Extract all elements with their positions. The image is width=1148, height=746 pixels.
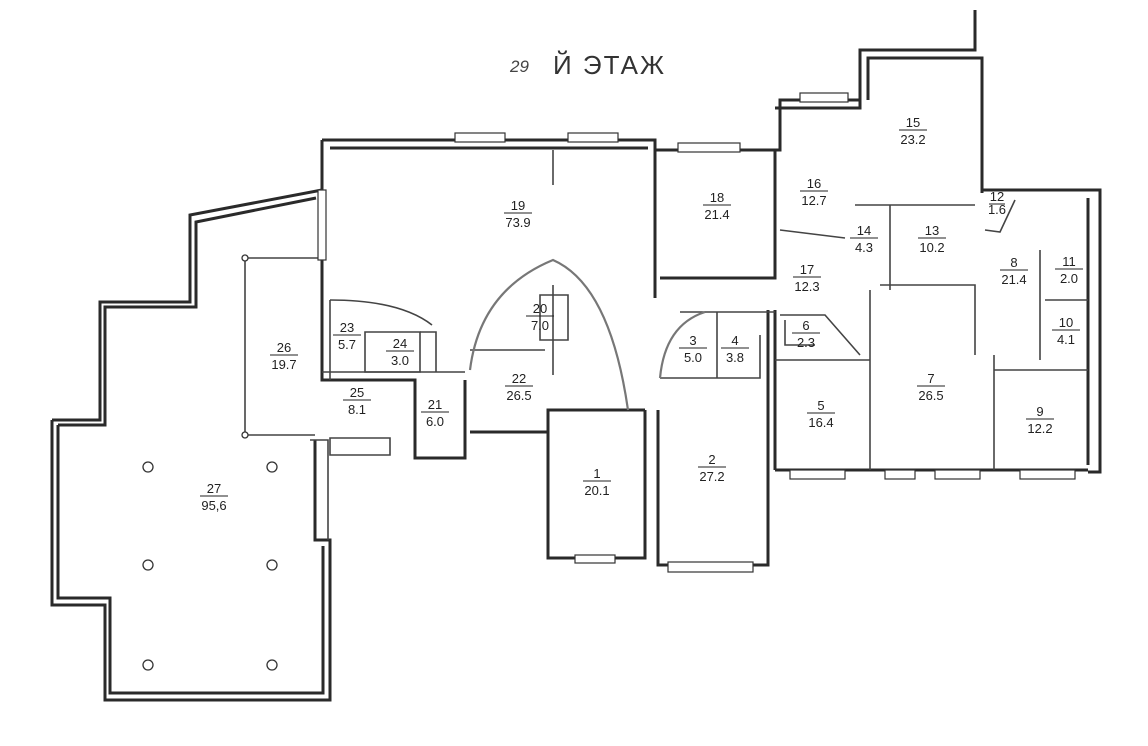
room-area: 8.1: [348, 402, 366, 417]
room-number: 11: [1062, 254, 1076, 269]
room-number: 5: [817, 398, 824, 413]
room-area: 95,6: [201, 498, 226, 513]
room-number: 21: [428, 397, 442, 412]
room-label-19: 19 73.9: [504, 198, 532, 230]
room-labels: 120.1227.235.043.8516.462.3726.5821.4912…: [200, 115, 1083, 513]
room-label-17: 17 12.3: [793, 262, 821, 294]
room-number: 22: [512, 371, 526, 386]
room-label-26: 26 19.7: [270, 340, 298, 372]
room-area: 27.2: [699, 469, 724, 484]
room-label-11: 112.0: [1055, 254, 1083, 286]
room-number: 16: [807, 176, 821, 191]
room-area: 1.6: [988, 202, 1006, 217]
room-label-9: 912.2: [1026, 404, 1054, 436]
room-label-5: 516.4: [807, 398, 835, 430]
room-area: 26.5: [918, 388, 943, 403]
room-area: 2.3: [797, 335, 815, 350]
room-area: 10.2: [919, 240, 944, 255]
room-number: 24: [393, 336, 407, 351]
svg-text:29: 29: [509, 57, 529, 76]
room-area: 26.5: [506, 388, 531, 403]
room-label-6: 62.3: [792, 318, 820, 350]
room-label-12: 121.6: [988, 189, 1006, 217]
room-number: 19: [511, 198, 525, 213]
columns: [142, 254, 278, 671]
room-number: 27: [207, 481, 221, 496]
room-label-16: 16 12.7: [800, 176, 828, 208]
room-area: 4.3: [855, 240, 873, 255]
room-label-1: 120.1: [583, 466, 611, 498]
svg-text:Й ЭТАЖ: Й ЭТАЖ: [553, 50, 666, 80]
room-area: 7.0: [531, 318, 549, 333]
room-number: 15: [906, 115, 920, 130]
room-label-25: 258.1: [343, 385, 371, 417]
room-number: 13: [925, 223, 939, 238]
room-area: 3.0: [391, 353, 409, 368]
room-area: 20.1: [584, 483, 609, 498]
room-number: 4: [731, 333, 738, 348]
room-area: 3.8: [726, 350, 744, 365]
room-area: 19.7: [271, 357, 296, 372]
room-area: 21.4: [704, 207, 729, 222]
room-area: 6.0: [426, 414, 444, 429]
room-number: 1: [593, 466, 600, 481]
room-label-24: 243.0: [386, 336, 414, 368]
room-area: 23.2: [900, 132, 925, 147]
room-area: 5.7: [338, 337, 356, 352]
room-label-15: 15 23.2: [899, 115, 927, 147]
room-number: 9: [1036, 404, 1043, 419]
windows: [317, 92, 1076, 573]
room-label-2: 227.2: [698, 452, 726, 484]
room-number: 7: [927, 371, 934, 386]
room-area: 2.0: [1060, 271, 1078, 286]
room-label-4: 43.8: [721, 333, 749, 365]
room-area: 12.7: [801, 193, 826, 208]
room-area: 16.4: [808, 415, 833, 430]
room-label-21: 216.0: [421, 397, 449, 429]
room-number: 18: [710, 190, 724, 205]
room-number: 14: [857, 223, 871, 238]
room-area: 4.1: [1057, 332, 1075, 347]
floor-title: 29 Й ЭТАЖ: [509, 50, 666, 80]
room-number: 17: [800, 262, 814, 277]
room-label-3: 35.0: [679, 333, 707, 365]
room-label-23: 235.7: [333, 320, 361, 352]
walls: [50, 10, 1102, 702]
room-label-13: 13 10.2: [918, 223, 946, 255]
room-area: 21.4: [1001, 272, 1026, 287]
room-label-18: 18 21.4: [703, 190, 731, 222]
room-number: 25: [350, 385, 364, 400]
room-label-10: 104.1: [1052, 315, 1080, 347]
room-number: 3: [689, 333, 696, 348]
room-number: 23: [340, 320, 354, 335]
room-label-20: 207.0: [526, 301, 554, 333]
room-label-27: 27 95,6: [200, 481, 228, 513]
room-number: 2: [708, 452, 715, 467]
room-label-22: 22 26.5: [505, 371, 533, 403]
room-number: 26: [277, 340, 291, 355]
room-number: 8: [1010, 255, 1017, 270]
room-area: 12.3: [794, 279, 819, 294]
room-label-7: 726.5: [917, 371, 945, 403]
room-number: 20: [533, 301, 547, 316]
room-area: 12.2: [1027, 421, 1052, 436]
room-area: 5.0: [684, 350, 702, 365]
room-label-14: 144.3: [850, 223, 878, 255]
room-area: 73.9: [505, 215, 530, 230]
room-number: 10: [1059, 315, 1073, 330]
room-number: 12: [990, 189, 1004, 204]
room-label-8: 821.4: [1000, 255, 1028, 287]
room-number: 6: [802, 318, 809, 333]
